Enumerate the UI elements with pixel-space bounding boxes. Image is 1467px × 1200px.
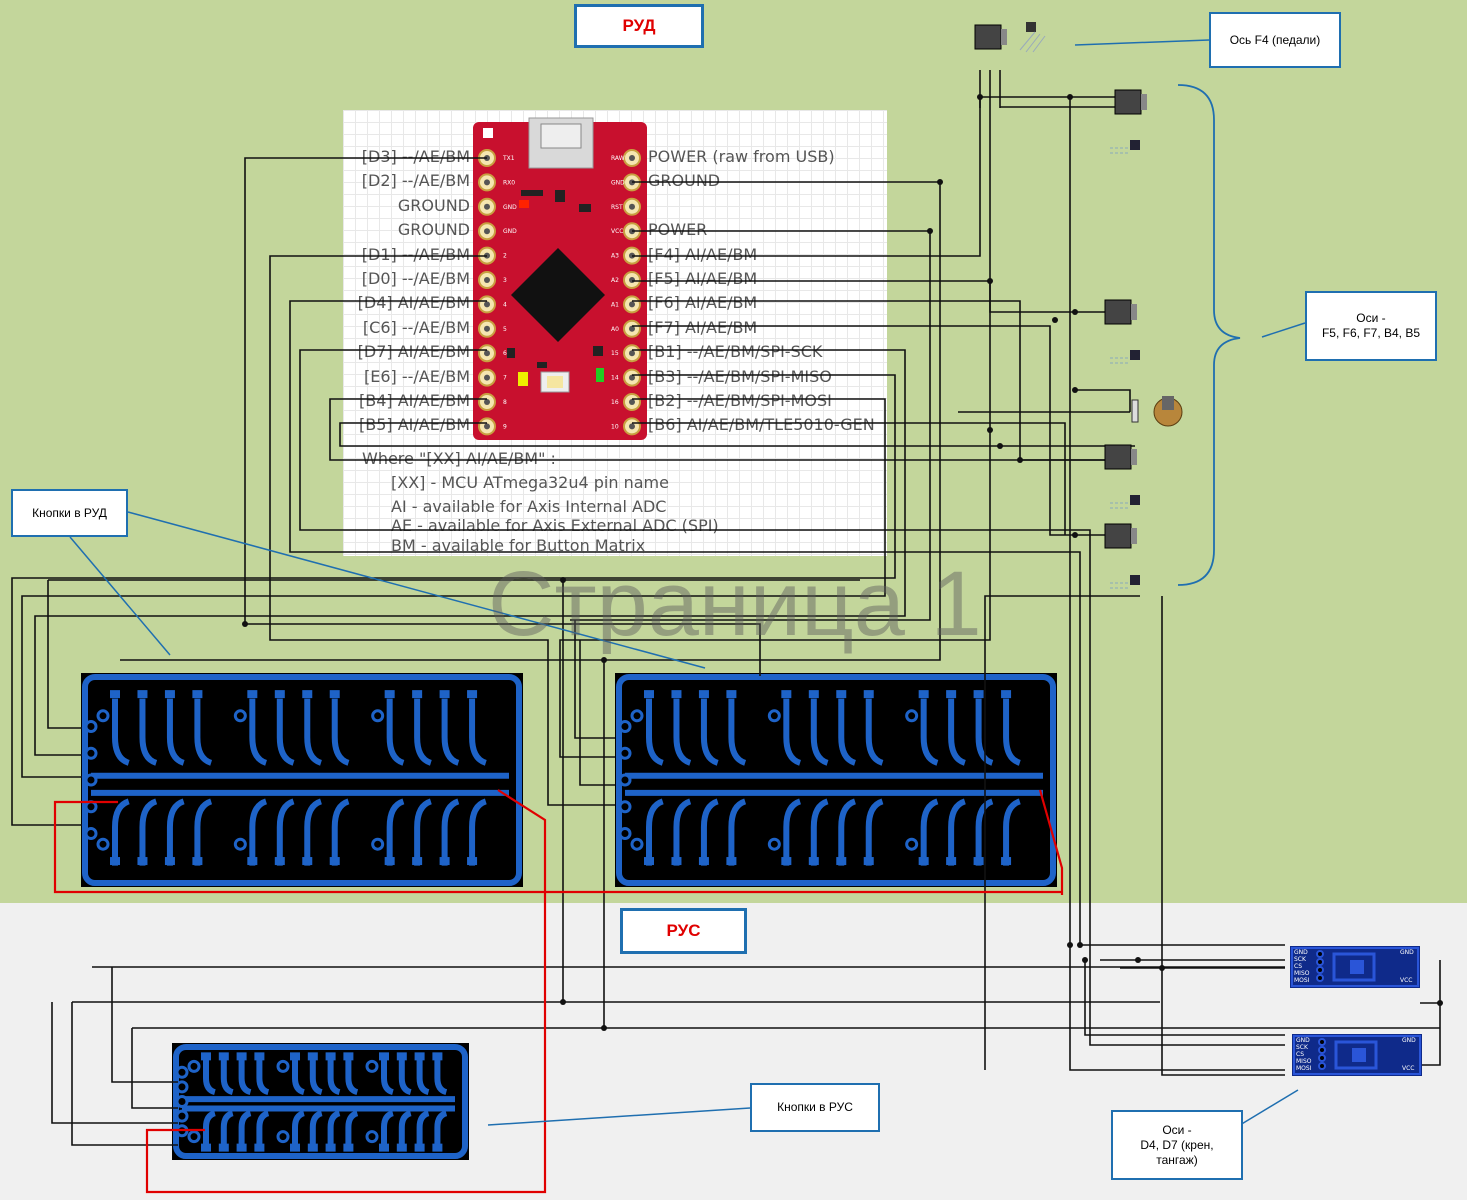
header-pin (618, 800, 632, 814)
callout-buttons-rud: Кнопки в РУД (11, 489, 128, 537)
silk-label: TX1 (502, 155, 515, 162)
header-pin (618, 773, 632, 787)
pcb-rud-right (615, 673, 1057, 887)
pcb-rud-left (81, 673, 523, 887)
sensor-pin-label: MOSI (1294, 977, 1310, 984)
left-pin-label: [E6] --/AE/BM (363, 366, 470, 386)
header-pin (84, 827, 98, 840)
sensor-pin-label: SCK (1294, 956, 1307, 963)
left-pin-label: [B5] AI/AE/BM (358, 415, 470, 435)
silk-label: 4 (503, 301, 507, 308)
left-pin-label: [D0] --/AE/BM (361, 269, 470, 288)
rus-section-title: РУС (620, 908, 747, 954)
silk-label: A2 (611, 277, 619, 284)
left-pin-label: [D1] --/AE/BM (361, 244, 470, 264)
left-pin-label: [D4] AI/AE/BM (357, 293, 470, 313)
legend-line-xx: [XX] - MCU ATmega32u4 pin name (391, 473, 669, 492)
sensor-pin-label: MISO (1296, 1058, 1312, 1065)
silk-label: 10 (611, 423, 619, 430)
header-pin (175, 1095, 189, 1108)
silk-label: 9 (503, 423, 507, 430)
right-pin-label: [F6] AI/AE/BM (648, 293, 758, 313)
left-pin-label: [B4] AI/AE/BM (358, 391, 470, 410)
silk-label: 8 (503, 399, 507, 406)
header-pin (175, 1065, 189, 1079)
silk-label: RX0 (503, 179, 515, 186)
silk-label: GND (503, 204, 517, 211)
header-pin (84, 800, 98, 814)
right-pin-label: [F4] AI/AE/BM (648, 244, 758, 264)
legend-line-ae: AE - available for Axis External ADC (SP… (391, 516, 719, 535)
pcb-rus (172, 1043, 469, 1160)
sensor-pin-label: GND (1400, 949, 1414, 956)
sensor-pin-label: VCC (1400, 977, 1412, 984)
callout-axis-f4: Ось F4 (педали) (1209, 12, 1341, 68)
silk-label: RAW (611, 155, 625, 162)
sensor-pin-label: MISO (1294, 970, 1310, 977)
right-pin-label: [B6] AI/AE/BM/TLE5010-GEN (648, 415, 875, 435)
silk-label: 16 (611, 399, 619, 406)
legend-title: Where "[XX] AI/AE/BM" : (362, 449, 556, 468)
header-pin (618, 720, 632, 733)
right-pin-label: [B3] --/AE/BM/SPI-MISO (648, 366, 832, 386)
rud-section-title: РУД (574, 4, 704, 48)
silk-label: 5 (503, 326, 507, 333)
right-pin-label: [F7] AI/AE/BM (648, 317, 758, 337)
right-pin-label: GROUND (648, 171, 721, 191)
right-pin-label: POWER (648, 220, 708, 240)
sensor-pin-label: CS (1296, 1051, 1304, 1058)
right-pin-label: [B1] --/AE/BM/SPI-SCK (648, 342, 823, 362)
sensor-pin-label: GND (1294, 949, 1308, 956)
silk-label: 3 (503, 277, 507, 284)
sensor-pin-label: SCK (1296, 1044, 1309, 1051)
sensor-pin-label: GND (1402, 1037, 1416, 1044)
right-pin-label: [F5] AI/AE/BM (648, 269, 758, 288)
sensor-pin-label: CS (1294, 963, 1302, 970)
left-pin-label: GROUND (397, 195, 470, 215)
silk-label: VCC (611, 228, 623, 235)
callout-buttons-rus: Кнопки в РУС (750, 1083, 880, 1132)
right-pin-label: POWER (raw from USB) (648, 147, 835, 166)
silk-label: 7 (503, 375, 507, 382)
silk-label: 14 (611, 375, 619, 382)
header-pin (618, 827, 632, 840)
header-pin (175, 1124, 189, 1138)
left-pin-label: [D2] --/AE/BM (361, 171, 470, 191)
left-pin-label: [D7] AI/AE/BM (357, 342, 470, 362)
silk-label: 2 (503, 253, 507, 260)
right-pin-label: [B2] --/AE/BM/SPI-MOSI (648, 391, 832, 410)
silk-label: 6 (503, 350, 507, 357)
sensor-pin-label: GND (1296, 1037, 1310, 1044)
silk-label: GND (611, 179, 625, 186)
header-pin (175, 1109, 189, 1123)
header-pin (84, 720, 98, 733)
callout-axes-d: Оси - D4, D7 (крен, тангаж) (1111, 1110, 1243, 1180)
left-pin-label: [D3] --/AE/BM (361, 147, 470, 166)
header-pin (618, 746, 632, 760)
silk-label: A0 (611, 326, 619, 333)
silk-label: GND (503, 228, 517, 235)
header-pin (84, 773, 98, 787)
page-watermark: Страница 1 (488, 553, 982, 655)
silk-label: A1 (611, 301, 619, 308)
callout-axes-f: Оси - F5, F6, F7, B4, B5 (1305, 291, 1437, 361)
sensor-pin-label: MOSI (1296, 1065, 1312, 1072)
legend-line-ai: AI - available for Axis Internal ADC (391, 497, 667, 516)
silk-label: RST (611, 204, 623, 211)
silk-label: 15 (611, 350, 619, 357)
left-pin-label: [C6] --/AE/BM (362, 317, 470, 337)
sensor-pin-label: VCC (1402, 1065, 1414, 1072)
silk-label: A3 (611, 253, 619, 260)
header-pin (84, 746, 98, 760)
header-pin (175, 1080, 189, 1094)
left-pin-label: GROUND (397, 220, 470, 240)
